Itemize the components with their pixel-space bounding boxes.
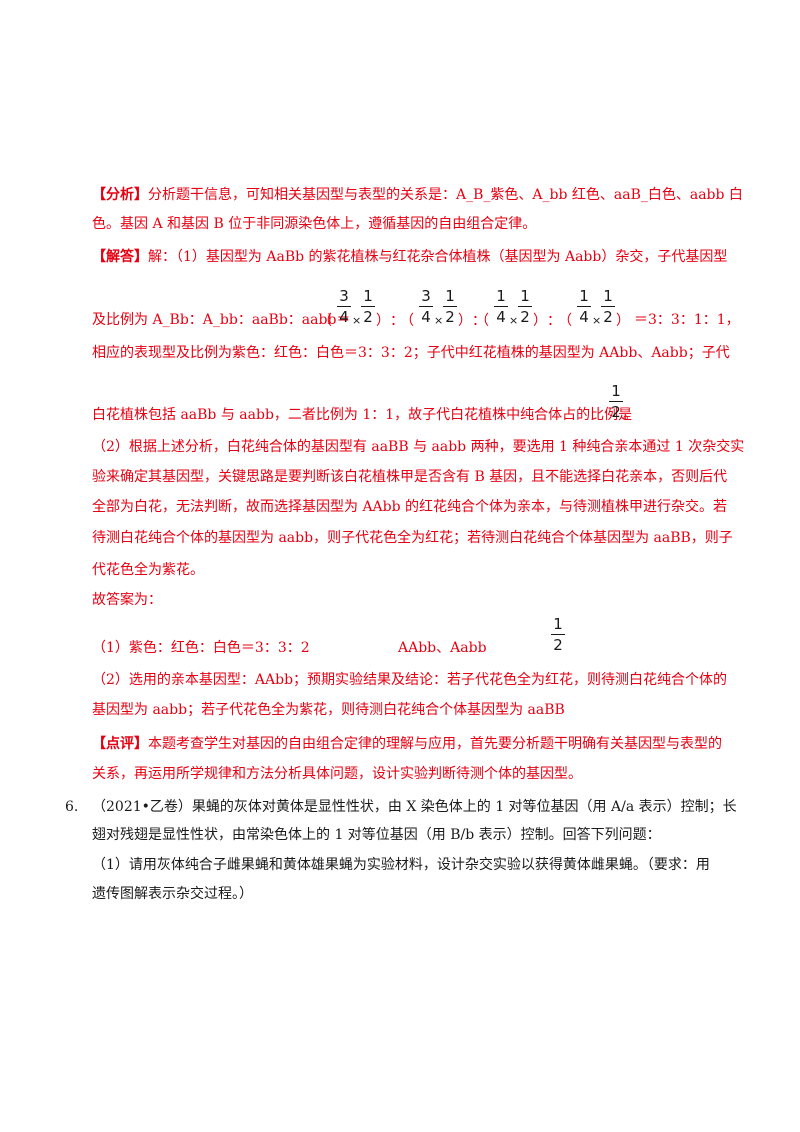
answer-line-4: 白花植株包括 aaBb 与 aabb，二者比例为 1：1，故子代白花植株中纯合体…	[92, 407, 633, 423]
paren-close: ）	[458, 313, 472, 329]
question-6-line-2: 翅对残翅是显性性状，由常染色体上的 1 对等位基因（用 B/b 表示）控制。回答…	[92, 827, 661, 843]
final-answer-2-line-2: 基因型为 aabb；若子代花色全为紫花，则待测白花纯合个体基因型为 aaBB	[92, 702, 565, 718]
analysis-tag: 【分析】	[92, 187, 148, 203]
paren-open: （	[400, 313, 414, 329]
answer-part2-line-3: 全部为白花，无法判断，故而选择基因型为 AAbb 的红花纯合个体为亲本，与待测植…	[92, 499, 728, 515]
times-sign: ×	[352, 314, 362, 327]
comment-line-2: 关系，再运用所学规律和方法分析具体问题，设计实验判断待测个体的基因型。	[92, 766, 582, 782]
final-answer-1-genotypes: AAbb、Aabb	[398, 640, 487, 656]
analysis-line-2: 色。基因 A 和基因 B 位于非同源染色体上，遵循基因的自由组合定律。	[92, 216, 537, 232]
times-sign: ×	[434, 314, 444, 327]
ratio-separator: ：	[390, 313, 404, 329]
answer-part2-line-2: 验来确定其基因型，关键思路是要判断该白花植株甲是否含有 B 基因，且不能选择白花…	[92, 469, 728, 485]
final-answer-label: 故答案为：	[92, 592, 162, 608]
question-6-line-3: （1）请用灰体纯合子雌果蝇和黄体雄果蝇为实验材料，设计杂交实验以获得黄体雌果蝇。…	[92, 857, 710, 873]
final-answer-1: （1）紫色：红色：白色＝3：3：2	[92, 640, 310, 656]
answer-part2-line-5: 代花色全为紫花。	[92, 562, 204, 578]
paren-close: ）	[616, 313, 630, 329]
paren-close: ）	[533, 313, 547, 329]
analysis-line-1: 【分析】分析题干信息，可知相关基因型与表型的关系是：A_B_紫色、A_bb 红色…	[92, 187, 743, 203]
ratio-separator: ：	[472, 313, 486, 329]
times-sign: ×	[509, 314, 519, 327]
ratio-separator: ：	[547, 313, 561, 329]
answer-tag: 【解答】	[92, 249, 148, 265]
paren-open: （	[318, 313, 332, 329]
answer-line-4-end: 。	[623, 407, 637, 423]
paren-open: （	[558, 313, 572, 329]
final-answer-2-line-1: （2）选用的亲本基因型：AAbb；预期实验结果及结论：若子代花色全为红花，则待测…	[92, 672, 728, 688]
answer-ratio-prefix: 及比例为 A_Bb：A_bb：aaBb：aabb＝	[92, 312, 351, 328]
answer-line-1: 【解答】解：（1）基因型为 AaBb 的紫花植株与红花杂合体植株（基因型为 Aa…	[92, 249, 728, 265]
ratio-suffix: ＝3：3：1：1，	[634, 312, 740, 328]
answer-part2-line-4: 待测白花纯合个体的基因型为 aabb，则子代花色全为红花；若待测白花纯合个体基因…	[92, 530, 733, 546]
comment-tag: 【点评】	[92, 736, 148, 752]
paren-close: ）	[376, 313, 390, 329]
paren-open: （	[475, 313, 489, 329]
answer-part2-line-1: （2）根据上述分析，白花纯合体的基因型有 aaBB 与 aabb 两种，要选用 …	[92, 439, 745, 455]
comment-line-1: 【点评】本题考查学生对基因的自由组合定律的理解与应用，首先要分析题干明确有关基因…	[92, 736, 722, 752]
answer-line-3: 相应的表现型及比例为紫色：红色：白色＝3：3：2；子代中红花植株的基因型为 AA…	[92, 345, 730, 361]
question-number: 6.	[65, 799, 79, 815]
question-6-line-4: 遗传图解表示杂交过程。）	[92, 886, 253, 902]
times-sign: ×	[592, 314, 602, 327]
question-6-line-1: （2021•乙卷）果蝇的灰体对黄体是显性性状，由 X 染色体上的 1 对等位基因…	[92, 799, 737, 815]
